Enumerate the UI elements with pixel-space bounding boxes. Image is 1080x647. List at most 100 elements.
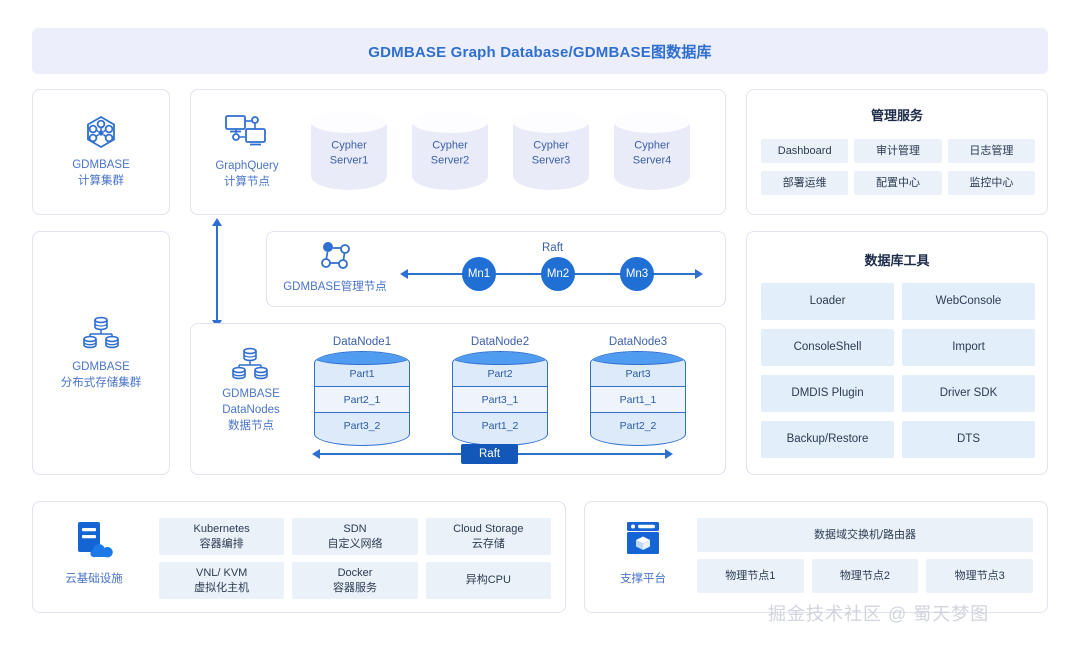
compute-cluster-label-line2: 计算集群	[77, 175, 124, 187]
mgmt-tile-audit[interactable]: 审计管理	[854, 139, 942, 163]
data-node-3-part-1: Part3	[591, 352, 685, 387]
infra-tile-docker[interactable]: Docker 容器服务	[292, 562, 418, 599]
panel-cloud-infrastructure: 云基础设施 Kubernetes 容器编排 SDN 自定义网络 Cloud St…	[32, 501, 566, 613]
data-node-2-part-1: Part2	[453, 352, 547, 387]
manage-node-label: GDMBASE管理节点	[283, 281, 387, 293]
page-title-banner: GDMBASE Graph Database/GDMBASE图数据库	[32, 28, 1048, 74]
compute-cluster-label-line1: GDMBASE	[72, 159, 130, 171]
cypher-server-2-line2: Server2	[430, 154, 470, 167]
graph-query-icon	[224, 112, 268, 152]
tool-tile-webconsole[interactable]: WebConsole	[902, 283, 1035, 320]
infra-tile-sdn-line2: 自定义网络	[327, 537, 383, 550]
cypher-server-1-line2: Server1	[329, 154, 369, 167]
storage-cluster-label-line1: GDMBASE	[72, 361, 130, 373]
infra-tile-kubernetes-line1: Kubernetes	[193, 522, 250, 535]
infra-tile-cloud-storage[interactable]: Cloud Storage 云存储	[425, 518, 551, 555]
data-node-3-title: DataNode3	[608, 336, 668, 348]
management-services-title: 管理服务	[870, 108, 923, 123]
cloud-infrastructure-grid: Kubernetes 容器编排 SDN 自定义网络 Cloud Storage …	[159, 518, 551, 599]
support-tile-physical-node-2[interactable]: 物理节点2	[811, 559, 919, 593]
infra-tile-heterogeneous-cpu-line1: 异构CPU	[465, 574, 511, 586]
data-node-3-cap	[591, 352, 685, 365]
cypher-server-1-line1: Cypher	[331, 139, 367, 152]
data-node-3: DataNode3 Part3 Part1_1 Part2_2	[590, 336, 686, 446]
storage-cluster-label-line2: 分布式存储集群	[60, 377, 142, 389]
datanode-raft-badge: Raft	[461, 444, 519, 464]
manage-raft-arrow-left	[400, 269, 408, 279]
datanodes-label-line3: 数据节点	[228, 420, 274, 432]
storage-cluster-icon	[82, 315, 120, 351]
mgmt-tile-deploy[interactable]: 部署运维	[761, 171, 849, 195]
manage-node-icon	[317, 240, 353, 272]
management-services-grid: Dashboard 审计管理 日志管理 部署运维 配置中心 监控中心	[761, 139, 1035, 195]
infra-tile-cloud-storage-line1: Cloud Storage	[453, 522, 524, 535]
data-node-1-part-2: Part2_1	[315, 387, 409, 413]
platform-cube-icon	[623, 520, 663, 558]
raft-label-manage: Raft	[542, 242, 564, 254]
cypher-server-4: Cypher Server4	[614, 111, 690, 190]
infra-tile-sdn-line1: SDN	[343, 522, 367, 535]
panel-compute-cluster: GDMBASE 计算集群	[32, 89, 170, 215]
infra-tile-sdn[interactable]: SDN 自定义网络	[292, 518, 418, 555]
mgmt-tile-config[interactable]: 配置中心	[854, 171, 942, 195]
cypher-server-3: Cypher Server3	[513, 111, 589, 190]
infra-tile-vnl-kvm[interactable]: VNL/ KVM 虚拟化主机	[159, 562, 285, 599]
infra-tile-docker-line2: 容器服务	[332, 581, 377, 594]
manage-node-mn1: Mn1	[462, 257, 496, 291]
mgmt-tile-dashboard[interactable]: Dashboard	[761, 139, 849, 163]
database-tools-grid: Loader WebConsole ConsoleShell Import DM…	[761, 283, 1035, 458]
graphquery-label-line2: 计算节点	[224, 176, 270, 188]
datanodes-label-line1: GDMBASE	[222, 388, 280, 400]
support-tile-switch-router[interactable]: 数据域交换机/路由器	[697, 518, 1033, 552]
data-node-1-title: DataNode1	[332, 336, 392, 348]
tool-tile-import[interactable]: Import	[902, 329, 1035, 366]
panel-manage-nodes: GDMBASE管理节点 Raft Mn1 Mn2 Mn3	[266, 231, 726, 307]
panel-database-tools: 数据库工具 Loader WebConsole ConsoleShell Imp…	[746, 231, 1048, 475]
infra-tile-kubernetes-line2: 容器编排	[199, 537, 244, 550]
tool-tile-backup-restore[interactable]: Backup/Restore	[761, 421, 894, 458]
cypher-server-2: Cypher Server2	[412, 111, 488, 190]
cypher-server-4-line1: Cypher	[634, 139, 670, 152]
infra-tile-cloud-storage-line2: 云存储	[471, 537, 505, 550]
cypher-server-1: Cypher Server1	[311, 111, 387, 190]
mgmt-tile-log[interactable]: 日志管理	[947, 139, 1035, 163]
cypher-server-3-line1: Cypher	[533, 139, 569, 152]
panel-compute-nodes: GraphQuery 计算节点 Cypher Server1 Cypher Se…	[190, 89, 726, 215]
panel-storage-cluster: GDMBASE 分布式存储集群	[32, 231, 170, 475]
tool-tile-dmdis-plugin[interactable]: DMDIS Plugin	[761, 375, 894, 412]
support-platform-label: 支撑平台	[620, 573, 666, 585]
tool-tile-driver-sdk[interactable]: Driver SDK	[902, 375, 1035, 412]
support-platform-grid: 物理节点1 物理节点2 物理节点3	[697, 559, 1033, 593]
mgmt-tile-monitor[interactable]: 监控中心	[947, 171, 1035, 195]
datanode-raft-arrow-right	[665, 449, 673, 459]
page-title: GDMBASE Graph Database/GDMBASE图数据库	[368, 43, 712, 61]
support-tile-physical-node-3[interactable]: 物理节点3	[926, 559, 1033, 593]
data-node-2-part-2: Part3_1	[453, 387, 547, 413]
manage-node-mn3: Mn3	[620, 257, 654, 291]
infra-tile-docker-line1: Docker	[337, 566, 373, 579]
data-node-2-title: DataNode2	[470, 336, 530, 348]
data-node-3-part-2: Part1_1	[591, 387, 685, 413]
graphquery-label-line1: GraphQuery	[215, 160, 279, 172]
data-node-1-part-1: Part1	[315, 352, 409, 387]
support-tile-physical-node-1[interactable]: 物理节点1	[697, 559, 804, 593]
datanode-raft-arrow-left	[312, 449, 320, 459]
infra-tile-heterogeneous-cpu[interactable]: 异构CPU	[425, 562, 551, 599]
data-node-2-cap	[453, 352, 547, 365]
manage-node-mn2: Mn2	[541, 257, 575, 291]
tool-tile-loader[interactable]: Loader	[761, 283, 894, 320]
cypher-server-4-line2: Server4	[632, 154, 672, 167]
tool-tile-dts[interactable]: DTS	[902, 421, 1035, 458]
panel-support-platform: 支撑平台 数据域交换机/路由器 物理节点1 物理节点2 物理节点3	[584, 501, 1048, 613]
tool-tile-consoleshell[interactable]: ConsoleShell	[761, 329, 894, 366]
watermark: 掘金技术社区 @ 蜀天梦图	[768, 604, 990, 624]
datanodes-icon	[231, 346, 269, 382]
infra-tile-kubernetes[interactable]: Kubernetes 容器编排	[159, 518, 285, 555]
panel-management-services: 管理服务 Dashboard 审计管理 日志管理 部署运维 配置中心 监控中心	[746, 89, 1048, 215]
infra-tile-vnl-kvm-line2: 虚拟化主机	[194, 581, 250, 594]
data-node-2-part-3: Part1_2	[481, 420, 519, 432]
cloud-infrastructure-label: 云基础设施	[65, 573, 123, 585]
cypher-server-2-line1: Cypher	[432, 139, 468, 152]
cypher-server-3-line2: Server3	[531, 154, 571, 167]
